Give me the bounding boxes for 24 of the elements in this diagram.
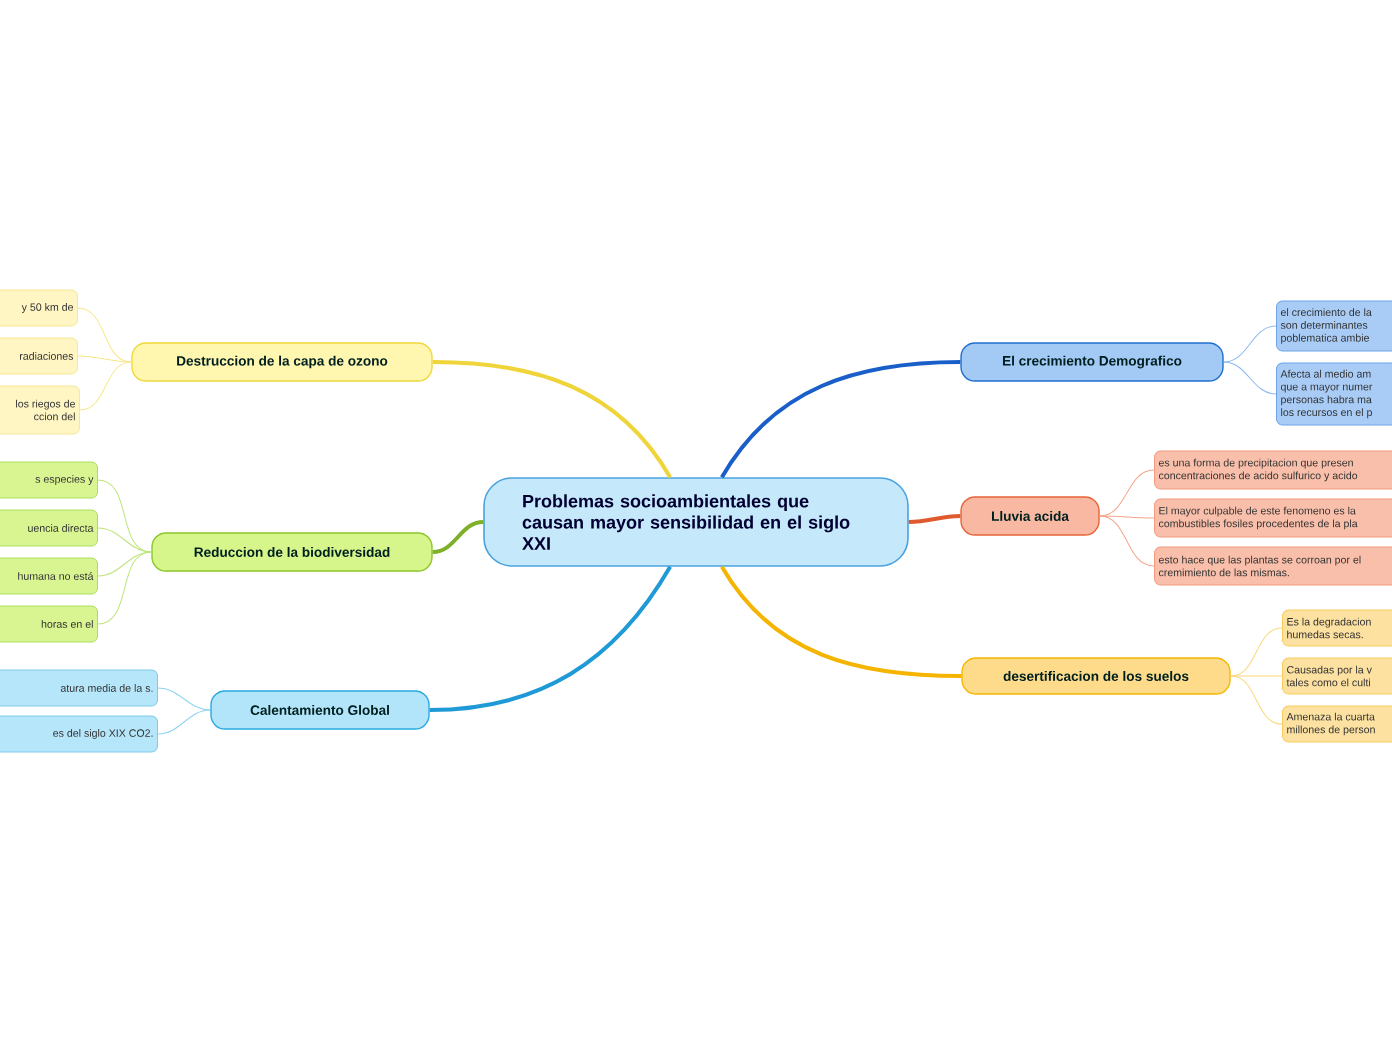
connector [79, 361, 132, 411]
connector [720, 565, 962, 678]
connector [1230, 675, 1283, 677]
connector [720, 360, 961, 479]
connector [1223, 361, 1277, 395]
connector [77, 307, 132, 363]
connector [157, 687, 211, 711]
connector [432, 520, 484, 554]
connector [97, 527, 152, 553]
connector [908, 514, 961, 524]
connector [1099, 515, 1155, 567]
connector [77, 355, 132, 363]
connector [432, 360, 672, 479]
connector [97, 551, 152, 625]
connector [1099, 515, 1155, 519]
connector [157, 709, 211, 735]
topic-box: Problemas socioambientales que causan mayor sensibilidad en el siglo XXI [483, 477, 909, 567]
connector [1230, 627, 1283, 677]
connector [1099, 469, 1155, 517]
connector [97, 551, 152, 577]
connector [429, 565, 672, 712]
connector [97, 479, 152, 553]
connector [1223, 325, 1277, 363]
connector [1230, 675, 1283, 725]
